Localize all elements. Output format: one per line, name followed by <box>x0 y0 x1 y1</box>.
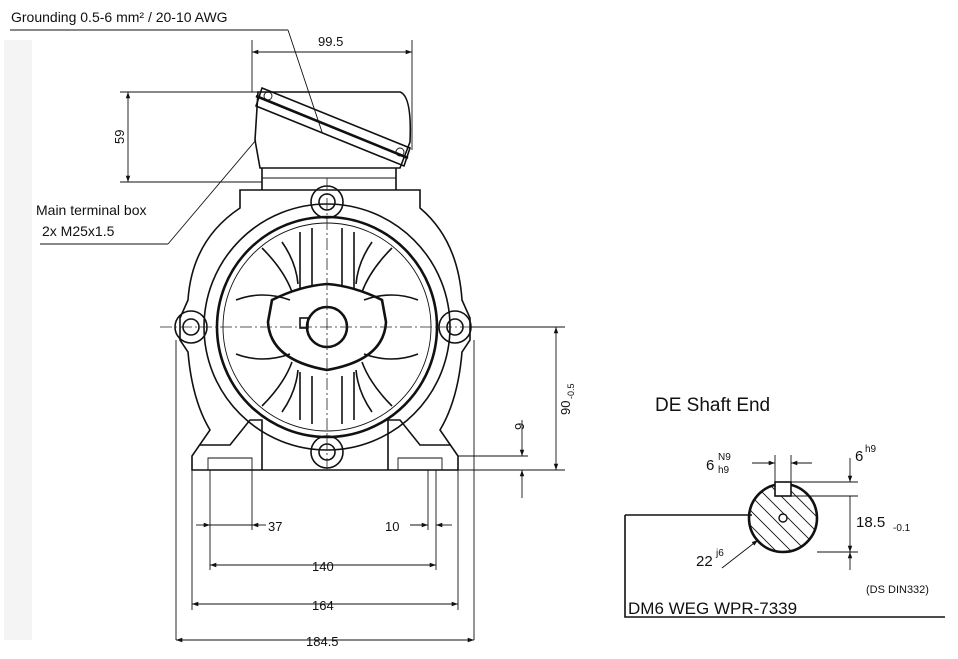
fan-ribs <box>235 228 419 424</box>
foot-thickness-dimension: 9 <box>512 423 527 430</box>
key-width-base: 6 <box>706 457 714 474</box>
key-depth-tolerance: -0.1 <box>893 523 911 534</box>
key-width-upper-fit: N9 <box>718 452 731 463</box>
grounding-label: Grounding 0.5-6 mm² / 20-10 AWG <box>11 9 228 25</box>
shaft-diameter-fit: j6 <box>715 548 724 559</box>
shaft-height-tolerance: -0.5 <box>566 383 576 399</box>
hole-spacing-dimension: 140 <box>312 559 334 574</box>
key-height-fit: h9 <box>865 444 877 455</box>
base-width-dimension: 164 <box>312 598 334 613</box>
hole-offset-dimension: 37 <box>268 519 282 534</box>
center-lines <box>160 178 560 470</box>
terminal-box-thread-label: 2x M25x1.5 <box>42 223 115 239</box>
drawing-id: DM6 WEG WPR-7339 <box>628 599 797 618</box>
dimension-lines <box>10 29 565 643</box>
shaft-diameter-base: 22 <box>696 553 713 570</box>
shaft-end-title: DE Shaft End <box>655 395 770 416</box>
box-height-dimension: 59 <box>112 130 127 144</box>
foot-width-dimension: 10 <box>385 519 399 534</box>
terminal-box-label: Main terminal box <box>36 202 147 218</box>
watermark-blocks <box>4 40 32 640</box>
shaft-height-base: 90 <box>558 401 573 415</box>
key-height-base: 6 <box>855 448 863 465</box>
standard-note: (DS DIN332) <box>866 584 929 596</box>
text-labels: Grounding 0.5-6 mm² / 20-10 AWG Main ter… <box>11 9 929 649</box>
top-width-dimension: 99.5 <box>318 34 343 49</box>
shaft-height-dimension: 90 -0.5 <box>558 383 576 415</box>
motor-housing <box>174 185 472 471</box>
overall-width-dimension: 184.5 <box>306 634 339 649</box>
terminal-box <box>254 86 412 190</box>
motor-front-view <box>160 86 560 471</box>
key-depth-base: 18.5 <box>856 514 885 531</box>
key-width-lower-fit: h9 <box>718 465 730 476</box>
